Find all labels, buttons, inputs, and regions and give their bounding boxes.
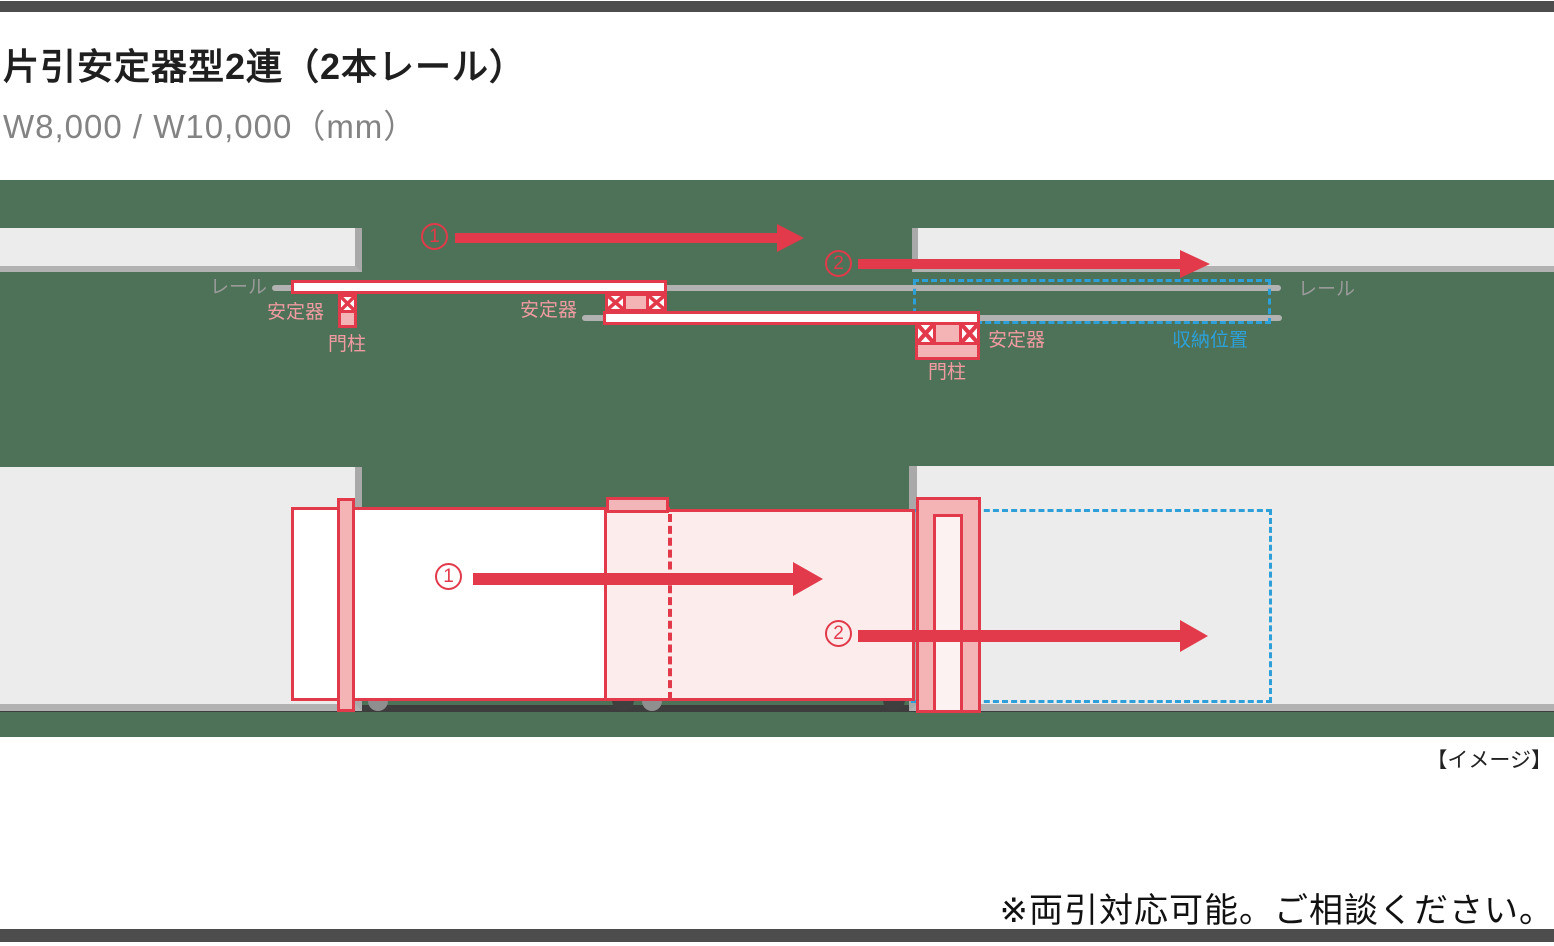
gate-wheel bbox=[368, 701, 388, 711]
top-border-bar bbox=[0, 1, 1554, 12]
step-1-arrow-elevation bbox=[473, 573, 793, 585]
step-number: 2 bbox=[833, 622, 844, 644]
gate-panel-2-elevation bbox=[604, 509, 915, 701]
ground-line bbox=[0, 705, 1554, 712]
step-2-arrow-plan bbox=[858, 259, 1180, 269]
stabilizer-post-left-plan bbox=[338, 294, 357, 328]
gate-post-label-left: 門柱 bbox=[328, 334, 367, 355]
stabilizer-body bbox=[623, 296, 649, 309]
step-2-arrowhead bbox=[1180, 250, 1213, 278]
stabilizer-x-icon bbox=[918, 325, 933, 342]
page-subtitle: W8,000 / W10,000（mm） bbox=[3, 108, 418, 145]
elevation-wall-right bbox=[909, 466, 1554, 711]
image-caption: 【イメージ】 bbox=[1426, 749, 1552, 772]
stabilizer-post-right-plan bbox=[915, 322, 980, 360]
step-2-badge: 2 bbox=[825, 250, 852, 277]
page-title: 片引安定器型2連（2本レール） bbox=[3, 46, 527, 87]
gate-post-right-plan bbox=[918, 342, 977, 357]
step-1-badge: 1 bbox=[435, 563, 462, 590]
rail-line-upper bbox=[272, 285, 1281, 291]
step-1-arrow-plan bbox=[455, 233, 777, 243]
gate-panel-1-plan bbox=[291, 280, 667, 294]
stabilizer-cap-elevation bbox=[606, 497, 669, 513]
gate-wheel bbox=[642, 701, 662, 711]
gate-post-right-slot bbox=[933, 514, 963, 713]
step-number: 1 bbox=[429, 225, 440, 247]
panel-1-hidden-edge bbox=[668, 514, 672, 700]
storage-area-plan bbox=[913, 279, 1271, 324]
footer-note: ※両引対応可能。ご相談ください。 bbox=[999, 892, 1554, 930]
bottom-border-bar bbox=[0, 929, 1554, 942]
stabilizer-x-icon bbox=[962, 325, 977, 342]
stabilizer-body bbox=[933, 325, 962, 342]
stabilizer-x-icon bbox=[341, 297, 354, 310]
gate-post-left-plan bbox=[341, 310, 354, 325]
step-2-badge: 2 bbox=[825, 620, 852, 647]
stabilizer-x-icon bbox=[608, 296, 623, 309]
stabilizer-middle-plan bbox=[605, 293, 667, 312]
gate-wheel bbox=[883, 700, 905, 711]
step-2-arrow-elevation bbox=[858, 630, 1180, 642]
stabilizer-label-right: 安定器 bbox=[988, 330, 1046, 351]
rail-label-left: レール bbox=[210, 277, 268, 298]
stabilizer-label-left: 安定器 bbox=[267, 302, 325, 323]
stabilizer-row bbox=[918, 325, 977, 342]
step-1-arrowhead bbox=[777, 224, 807, 252]
step-1-badge: 1 bbox=[421, 223, 448, 250]
gate-wheel bbox=[612, 700, 634, 711]
step-1-arrowhead bbox=[793, 562, 826, 596]
step-2-arrowhead bbox=[1180, 620, 1211, 652]
stabilizer-label-middle: 安定器 bbox=[520, 300, 578, 321]
rail-label-right: レール bbox=[1298, 279, 1356, 300]
storage-position-label: 収納位置 bbox=[1172, 330, 1249, 351]
gate-post-left-elevation bbox=[337, 498, 355, 712]
gate-panel-2-plan bbox=[603, 311, 980, 325]
stabilizer-x-icon bbox=[649, 296, 664, 309]
step-number: 1 bbox=[443, 565, 454, 587]
step-number: 2 bbox=[833, 252, 844, 274]
gate-post-label-right: 門柱 bbox=[928, 362, 967, 383]
plan-wall-left bbox=[0, 228, 362, 272]
